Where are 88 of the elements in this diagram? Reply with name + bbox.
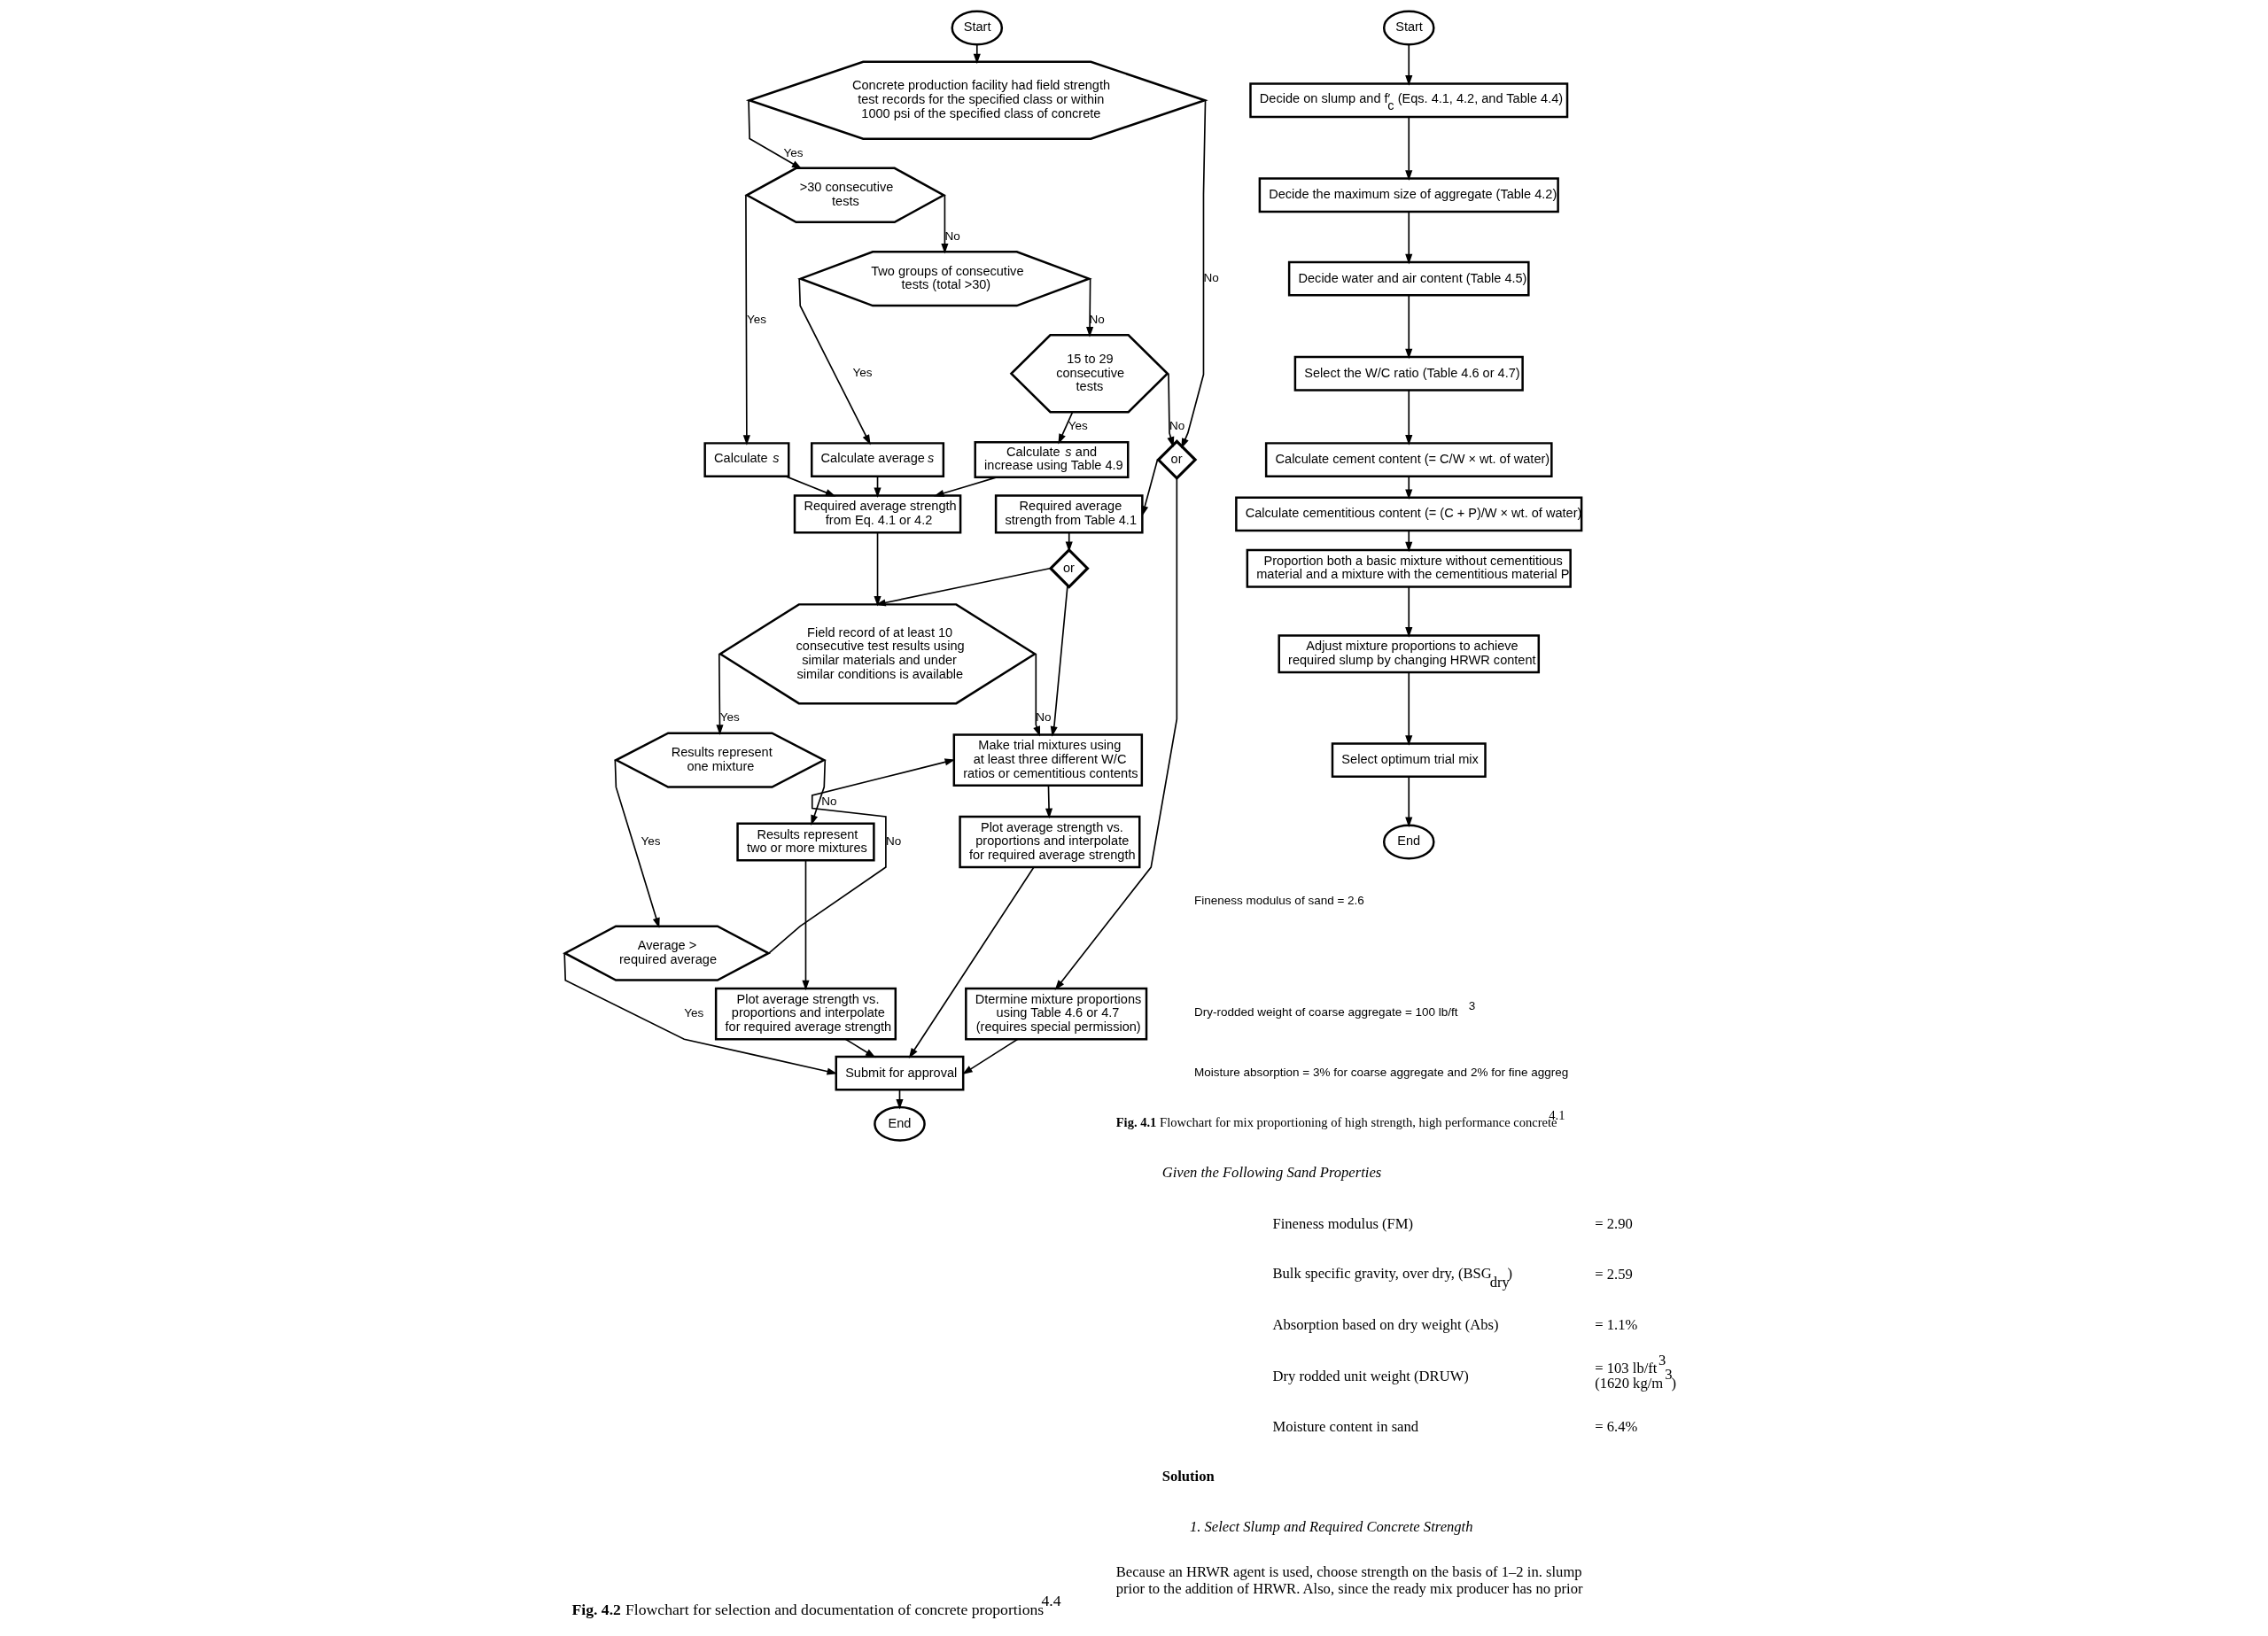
node-box: Proportion both a basic mixture without cementitious material and a mixture with the cementitious material P bbox=[1246, 548, 1572, 588]
label: Given the Following Sand Properties bbox=[1161, 1163, 1382, 1181]
label: Fineness modulus of sand = 2.6 bbox=[1194, 894, 1364, 908]
node-box: Calculate cement content (= C/W × wt. of water) bbox=[1264, 442, 1553, 478]
arrow bbox=[716, 653, 724, 735]
arrow bbox=[1405, 116, 1413, 181]
edge-label: Yes bbox=[746, 313, 766, 327]
edge-label: Yes bbox=[684, 1006, 704, 1020]
arrow bbox=[1405, 294, 1413, 360]
node-box: Calculate s bbox=[703, 442, 790, 478]
arrow bbox=[811, 759, 827, 826]
arrow bbox=[1058, 411, 1074, 445]
label: = 2.90 bbox=[1595, 1215, 1633, 1233]
node-box: Adjust mixture proportions to achieve required slump by changing HRWR content bbox=[1278, 634, 1541, 674]
arrow bbox=[1054, 477, 1178, 991]
label: = 2.59 bbox=[1595, 1266, 1633, 1283]
edge-label: No bbox=[1036, 710, 1052, 725]
label: 1. Select Slump and Required Concrete Strength bbox=[1189, 1518, 1473, 1536]
label: Because an HRWR agent is used, choose strength on the basis of 1–2 in. slump prior to the addition of HRWR. Also, since the ready mix producer has no prior bbox=[1115, 1562, 1583, 1597]
label: = 1.1% bbox=[1595, 1316, 1638, 1334]
arrow bbox=[1033, 653, 1040, 737]
node-box: Select the W/C ratio (Table 4.6 or 4.7) bbox=[1293, 355, 1524, 392]
arrow bbox=[1167, 372, 1175, 447]
edge-label: Yes bbox=[719, 710, 740, 725]
node-box: Required average strength from Table 4.1 bbox=[994, 494, 1144, 534]
arrow bbox=[874, 531, 882, 607]
node-box: Calculate average s bbox=[810, 442, 945, 478]
arrow bbox=[1181, 99, 1207, 449]
arrow bbox=[802, 859, 810, 991]
node-ellipse: End bbox=[1382, 824, 1435, 860]
node-diamond: or bbox=[1048, 547, 1090, 589]
arrow bbox=[1405, 43, 1413, 86]
arrow bbox=[768, 758, 956, 954]
node-box: Calculate cementitious content (= (C + P)/W × wt. of water) bbox=[1235, 496, 1583, 532]
arrow bbox=[1405, 530, 1413, 553]
node-ellipse: End bbox=[874, 1105, 926, 1142]
edge-label: No bbox=[885, 834, 902, 849]
arrow bbox=[1141, 459, 1159, 516]
node-box: Submit for approval bbox=[835, 1055, 965, 1091]
arrow bbox=[1405, 389, 1413, 446]
edge-label: No bbox=[821, 794, 837, 808]
node-box: Required average strength from Eq. 4.1 or 4.2 bbox=[793, 494, 962, 534]
node-box: Decide the maximum size of aggregate (Table 4.2) bbox=[1258, 177, 1559, 213]
label: Fineness modulus (FM) bbox=[1272, 1215, 1414, 1233]
edge-label: No bbox=[1203, 271, 1219, 285]
arrow bbox=[785, 476, 836, 497]
edge-label: Yes bbox=[852, 366, 873, 380]
arrow bbox=[1405, 776, 1413, 828]
label: = 6.4% bbox=[1595, 1417, 1638, 1435]
edge-label: No bbox=[944, 229, 960, 244]
label: Moisture content in sand bbox=[1272, 1417, 1419, 1435]
arrow bbox=[1405, 585, 1413, 638]
label: Moisture absorption = 3% for coarse aggregate and 2% for fine aggreg bbox=[1194, 1066, 1569, 1080]
label: Dry rodded unit weight (DRUW) bbox=[1272, 1367, 1469, 1384]
arrow bbox=[614, 759, 660, 928]
arrow bbox=[973, 43, 981, 65]
arrow bbox=[933, 477, 998, 497]
node-box: Select optimum trial mix bbox=[1331, 742, 1487, 779]
edge-label: Yes bbox=[1068, 419, 1088, 433]
node-box: Plot average strength vs. proportions and interpolate for required average strength bbox=[959, 815, 1141, 869]
node-ellipse: Start bbox=[1382, 10, 1435, 46]
node-ellipse: Start bbox=[951, 10, 1004, 46]
arrow bbox=[1086, 277, 1094, 337]
arrow bbox=[1050, 585, 1068, 737]
node-box: Dtermine mixture proportions using Table 4.6 or 4.7 (requires special permission) bbox=[965, 987, 1148, 1041]
arrow bbox=[1405, 476, 1413, 500]
node-box: Make trial mixtures using at least three different W/C ratios or cementitious contents bbox=[952, 733, 1144, 787]
arrow bbox=[1045, 784, 1053, 819]
arrow bbox=[563, 952, 838, 1075]
edge-label: Yes bbox=[641, 834, 661, 849]
label: Absorption based on dry weight (Abs) bbox=[1272, 1316, 1499, 1334]
edge-label: Yes bbox=[783, 145, 804, 159]
arrow bbox=[742, 194, 750, 446]
label: Solution bbox=[1161, 1467, 1215, 1485]
arrow bbox=[941, 194, 949, 254]
edge-label: No bbox=[1169, 419, 1185, 433]
arrow bbox=[844, 1038, 876, 1058]
arrow bbox=[962, 1038, 1019, 1074]
arrow bbox=[748, 99, 803, 169]
arrow bbox=[1405, 671, 1413, 746]
node-box: Plot average strength vs. proportions and interpolate for required average strength bbox=[714, 987, 897, 1041]
arrow bbox=[1405, 211, 1413, 265]
node-box: Calculate s and increase using Table 4.9 bbox=[974, 441, 1130, 479]
arrow bbox=[798, 277, 871, 446]
node-box: Results represent two or more mixtures bbox=[736, 822, 875, 862]
node-box: Decide water and air content (Table 4.5) bbox=[1287, 260, 1530, 297]
arrow bbox=[875, 567, 1051, 607]
arrow bbox=[908, 866, 1035, 1058]
